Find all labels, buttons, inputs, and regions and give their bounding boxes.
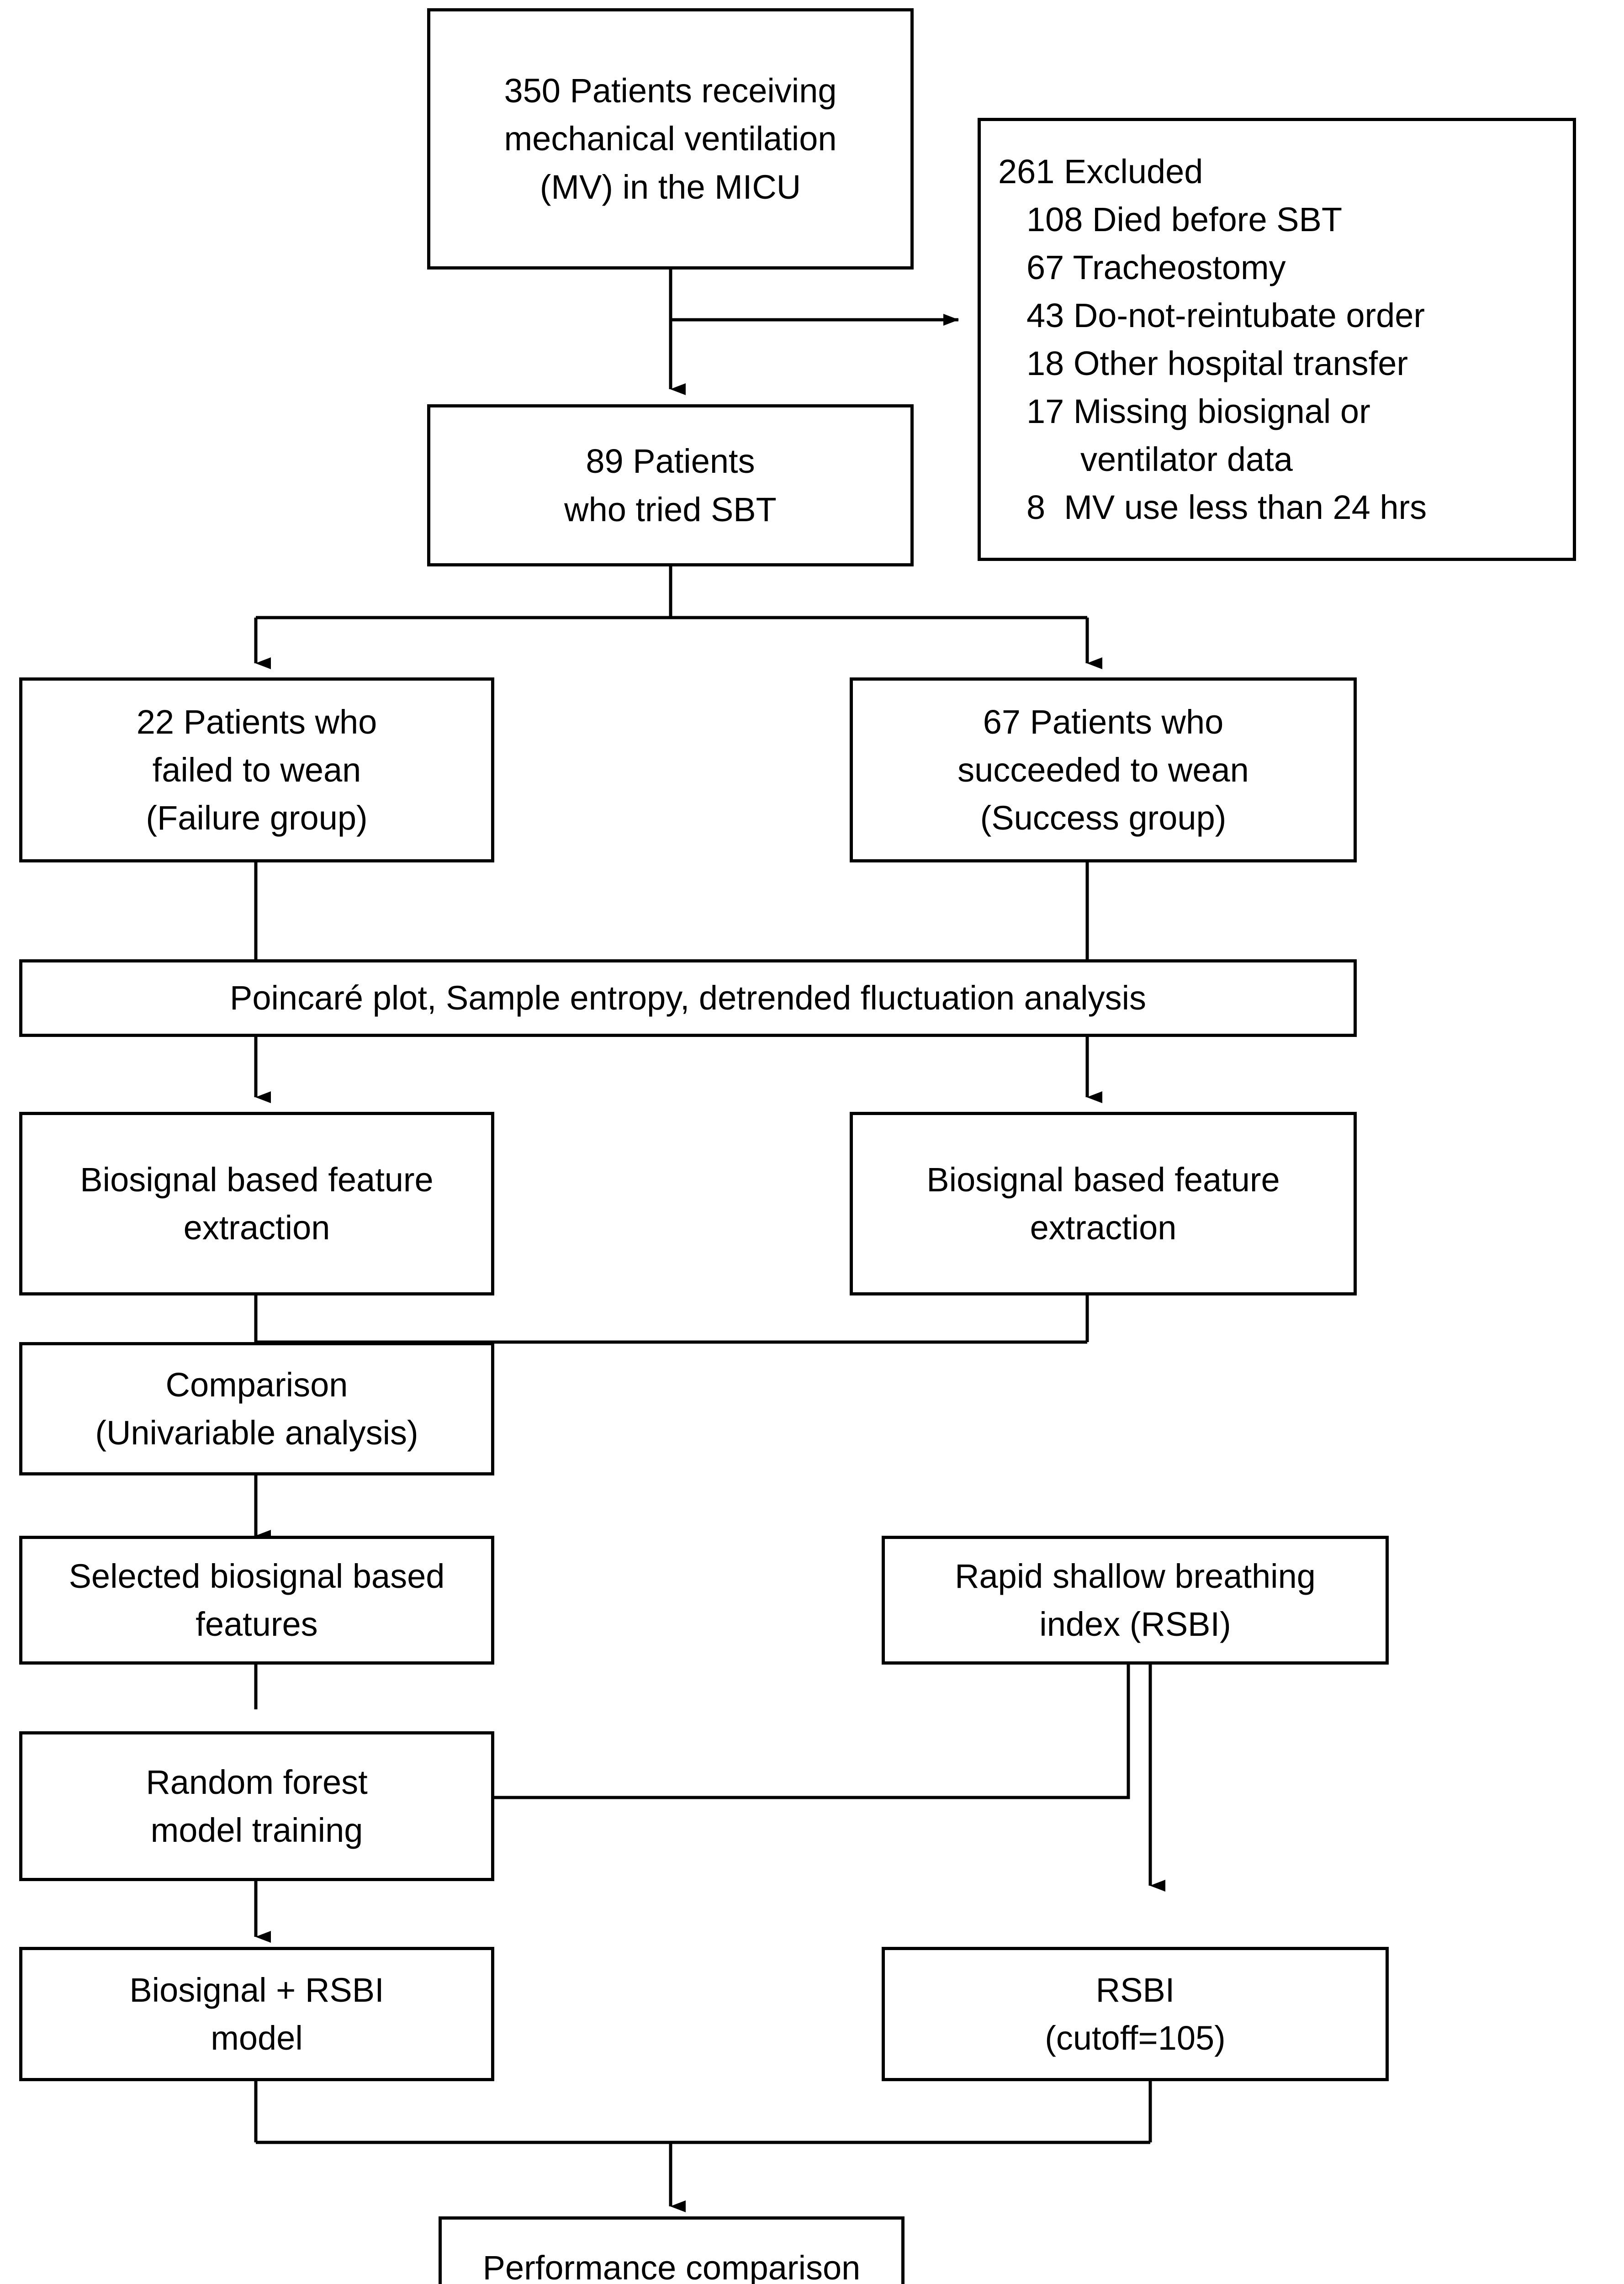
node-enrollment-line-3: (MV) in the MICU <box>540 168 801 206</box>
node-excluded-item-7: 8 MV use less than 24 hrs <box>1026 488 1427 527</box>
node-excluded-header: 261 Excluded <box>998 152 1203 190</box>
node-random-forest-line-1: Random forest <box>146 1763 368 1801</box>
node-excluded-item-6: ventilator data <box>1080 440 1293 479</box>
node-biosignal-rsbi-model-line-2: model <box>211 2019 303 2057</box>
node-feature-extraction-right[interactable]: Biosignal based feature extraction <box>850 1112 1357 1295</box>
node-feature-extraction-left[interactable]: Biosignal based feature extraction <box>19 1112 494 1295</box>
node-feature-extraction-right-line-1: Biosignal based feature <box>926 1160 1280 1199</box>
node-success-group[interactable]: 67 Patients who succeeded to wean (Succe… <box>850 677 1357 862</box>
node-excluded-item-4: 18 Other hospital transfer <box>1026 344 1408 382</box>
node-sbt-line-1: 89 Patients <box>586 442 755 481</box>
node-selected-features-line-2: features <box>196 1605 318 1643</box>
edge-rsbi-to-random-forest <box>375 1665 1130 1799</box>
node-performance-comparison-line-1: Performance comparison <box>482 2248 861 2284</box>
node-rsbi-index[interactable]: Rapid shallow breathing index (RSBI) <box>882 1536 1389 1665</box>
node-comparison-line-1: Comparison <box>165 1365 348 1404</box>
node-biosignal-rsbi-model[interactable]: Biosignal + RSBI model <box>19 1947 494 2081</box>
node-rsbi-cutoff-line-1: RSBI <box>1095 1971 1175 2009</box>
node-enrollment[interactable]: 350 Patients receiving mechanical ventil… <box>427 8 914 270</box>
node-selected-features-line-1: Selected biosignal based <box>69 1557 445 1595</box>
node-feature-extraction-left-line-2: extraction <box>183 1209 330 1247</box>
node-random-forest[interactable]: Random forest model training <box>19 1731 494 1881</box>
node-feature-extraction-left-line-1: Biosignal based feature <box>80 1160 434 1199</box>
node-rsbi-cutoff-line-2: (cutoff=105) <box>1045 2019 1226 2057</box>
node-rsbi-cutoff[interactable]: RSBI (cutoff=105) <box>882 1947 1389 2081</box>
node-performance-comparison[interactable]: Performance comparison <box>439 2216 905 2284</box>
node-sbt-line-2: who tried SBT <box>564 490 777 529</box>
node-success-group-line-3: (Success group) <box>980 799 1227 837</box>
node-rsbi-index-line-2: index (RSBI) <box>1039 1605 1231 1643</box>
node-sbt[interactable]: 89 Patients who tried SBT <box>427 404 914 566</box>
node-feature-extraction-right-line-2: extraction <box>1030 1209 1177 1247</box>
node-rsbi-index-line-1: Rapid shallow breathing <box>955 1557 1316 1595</box>
node-excluded[interactable]: 261 Excluded 108 Died before SBT 67 Trac… <box>978 118 1576 561</box>
node-biosignal-rsbi-model-line-1: Biosignal + RSBI <box>129 1971 384 2009</box>
node-excluded-item-5: 17 Missing biosignal or <box>1026 392 1370 431</box>
node-analysis-methods[interactable]: Poincaré plot, Sample entropy, detrended… <box>19 959 1357 1037</box>
node-comparison-line-2: (Univariable analysis) <box>95 1414 418 1452</box>
node-success-group-line-1: 67 Patients who <box>983 703 1224 741</box>
node-comparison[interactable]: Comparison (Univariable analysis) <box>19 1342 494 1475</box>
node-enrollment-line-2: mechanical ventilation <box>504 120 837 158</box>
node-failure-group-line-3: (Failure group) <box>146 799 368 837</box>
node-failure-group[interactable]: 22 Patients who failed to wean (Failure … <box>19 677 494 862</box>
node-failure-group-line-1: 22 Patients who <box>136 703 377 741</box>
node-selected-features[interactable]: Selected biosignal based features <box>19 1536 494 1665</box>
node-failure-group-line-2: failed to wean <box>152 751 361 789</box>
node-success-group-line-2: succeeded to wean <box>957 751 1249 789</box>
node-excluded-item-3: 43 Do-not-reintubate order <box>1026 296 1425 334</box>
node-analysis-methods-line-1: Poincaré plot, Sample entropy, detrended… <box>229 979 1147 1017</box>
node-random-forest-line-2: model training <box>150 1811 363 1849</box>
node-excluded-item-1: 108 Died before SBT <box>1026 200 1343 238</box>
node-enrollment-line-1: 350 Patients receiving <box>504 72 837 110</box>
node-excluded-item-2: 67 Tracheostomy <box>1026 248 1286 286</box>
